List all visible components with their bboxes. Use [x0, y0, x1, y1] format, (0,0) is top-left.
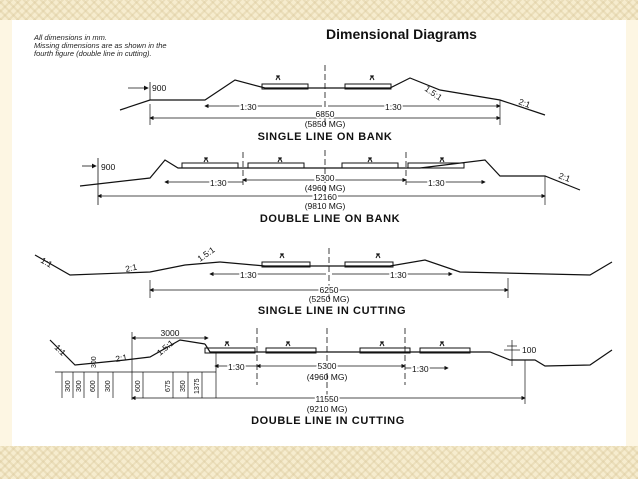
drain-dim-label: 350 — [180, 380, 187, 392]
formation-profile — [219, 259, 613, 276]
ballast-left-inner — [247, 162, 305, 169]
slide-title: Dimensional Diagrams — [326, 26, 477, 42]
width-label: 12160 — [313, 192, 337, 202]
slope-side-label: 1.5:1 — [423, 83, 444, 102]
drain-dim-label: 600 — [135, 380, 142, 392]
diagram-caption: SINGLE LINE ON BANK — [258, 131, 393, 143]
slide-panel — [12, 20, 626, 446]
rail-icon — [439, 156, 445, 163]
shoulder-label: 900 — [101, 162, 115, 172]
formation-profile — [204, 343, 613, 367]
bottom-decorative-band — [0, 446, 638, 479]
ballast-right — [344, 261, 394, 268]
rail-icon — [275, 74, 281, 81]
rail-icon — [367, 156, 373, 163]
note-line: Missing dimensions are as shown in the — [34, 41, 167, 50]
bank-profile — [119, 77, 546, 116]
ballast-left — [181, 162, 239, 169]
slope-cut-label: 2:1 — [124, 262, 138, 274]
width-label: 6250 — [320, 285, 339, 295]
cross-fall-right-label: 1:30 — [385, 102, 402, 112]
slope-outer-label: 1:1 — [39, 255, 54, 270]
track-centres-mg-label: (4960 MG) — [307, 372, 348, 382]
note-line: fourth figure (double line in cutting). — [34, 49, 152, 58]
width-mg-label: (9210 MG) — [307, 404, 348, 414]
diagram-caption: SINGLE LINE IN CUTTING — [258, 305, 406, 317]
cross-fall-right-label: 1:30 — [390, 270, 407, 280]
rail-icon — [279, 252, 285, 259]
note-line: All dimensions in mm. — [34, 33, 107, 42]
slope-end-label: 2:1 — [517, 96, 532, 110]
track-centres-mg-label: (4960 MG) — [305, 183, 346, 193]
drain-dim-label: 1375 — [194, 378, 201, 394]
ballast-left — [204, 347, 256, 354]
ballast-right — [419, 347, 471, 354]
track-centres-label: 5300 — [318, 361, 337, 371]
diagram-single-line-on-bank — [119, 65, 546, 128]
diagram-double-line-on-bank — [79, 150, 581, 205]
top-decorative-band — [0, 0, 638, 20]
width-mg-label: (5850 MG) — [305, 119, 346, 129]
diagram-caption: DOUBLE LINE ON BANK — [260, 213, 400, 225]
width-label: 11550 — [315, 394, 338, 404]
slope-side-label: 1.5:1 — [195, 244, 216, 263]
dimension-note: All dimensions in mm. Missing dimensions… — [34, 34, 274, 58]
diagram-caption: DOUBLE LINE IN CUTTING — [251, 415, 405, 427]
drain-dim-label: 600 — [90, 380, 97, 392]
depth-left-label: 300 — [91, 356, 98, 368]
cross-fall-right-label: 1:30 — [428, 178, 445, 188]
drain-dim-label: 300 — [76, 380, 83, 392]
track-centres-label: 5300 — [316, 173, 335, 183]
rail-icon — [375, 252, 381, 259]
ballast-left — [261, 83, 309, 90]
rail-icon — [224, 340, 230, 347]
ballast-left-inner — [265, 347, 317, 354]
rail-icon — [379, 340, 385, 347]
drain-dim-label: 675 — [165, 380, 172, 392]
rail-icon — [285, 340, 291, 347]
ballast-left — [261, 261, 311, 268]
slope-side-label: 1.5:1 — [155, 338, 176, 358]
rail-icon — [203, 156, 209, 163]
width-mg-label: (5250 MG) — [309, 294, 350, 304]
drain-depth-label: 100 — [522, 345, 536, 355]
top-width-label: 3000 — [161, 328, 180, 338]
cross-fall-left-label: 1:30 — [240, 270, 257, 280]
cross-fall-left-label: 1:30 — [240, 102, 257, 112]
width-label: 6850 — [316, 109, 335, 119]
drain-dim-label: 300 — [65, 380, 72, 392]
ballast-right-inner — [341, 162, 399, 169]
shoulder-label: 900 — [152, 83, 166, 93]
cross-fall-right-label: 1:30 — [412, 364, 429, 374]
rail-icon — [277, 156, 283, 163]
cross-fall-left-label: 1:30 — [210, 178, 227, 188]
ballast-right — [407, 162, 465, 169]
slope-cut-label: 2:1 — [115, 352, 129, 364]
rail-icon — [369, 74, 375, 81]
rail-icon — [439, 340, 445, 347]
ballast-right — [344, 83, 392, 90]
diagram-double-line-in-cutting — [49, 328, 613, 404]
ballast-right-inner — [359, 347, 411, 354]
bank-profile — [79, 159, 581, 191]
cutting-profile-left — [34, 254, 221, 276]
drain-dim-label: 300 — [105, 380, 112, 392]
width-mg-label: (9810 MG) — [305, 201, 346, 211]
cross-fall-left-label: 1:30 — [228, 362, 245, 372]
slope-end-label: 2:1 — [557, 170, 572, 184]
diagram-single-line-in-cutting — [34, 248, 613, 300]
